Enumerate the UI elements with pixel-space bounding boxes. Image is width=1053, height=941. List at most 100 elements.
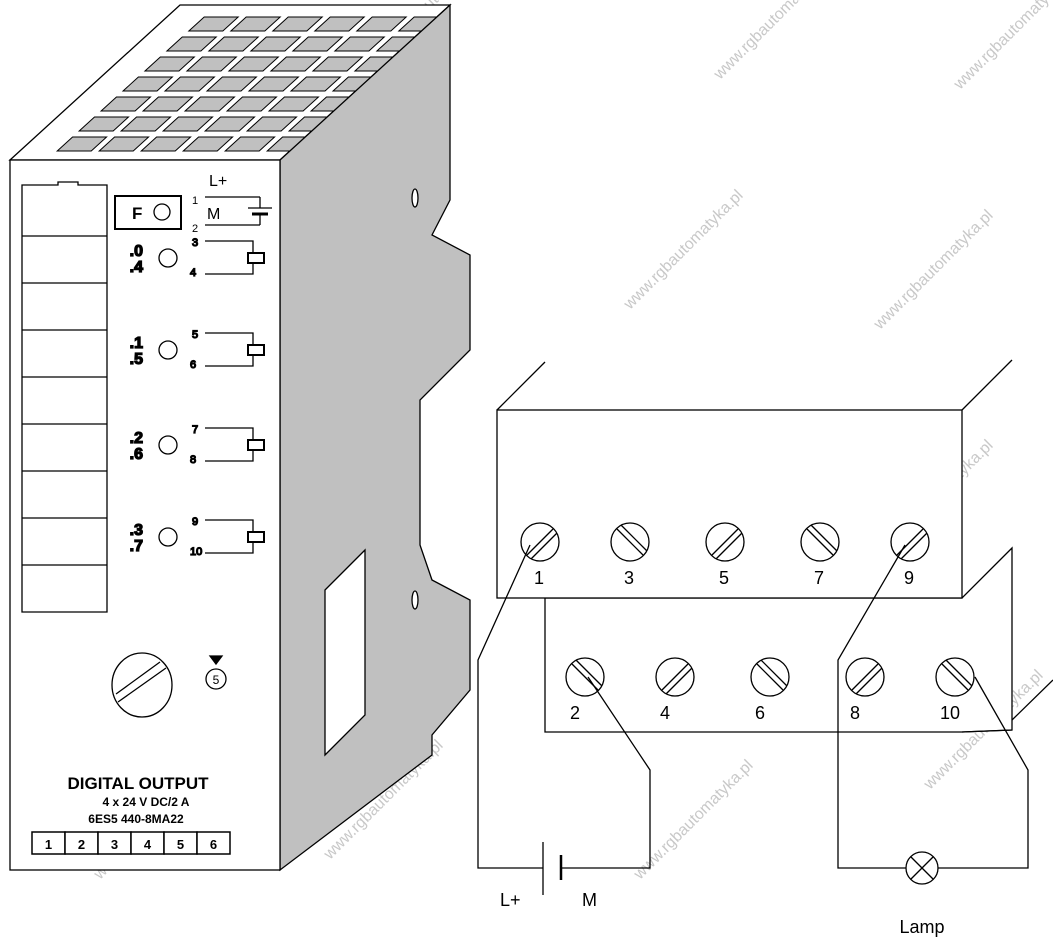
- grille-slot: [99, 96, 152, 112]
- wiring: [477, 544, 1029, 895]
- grille-slot: [121, 76, 174, 92]
- block-edge: [961, 359, 1013, 411]
- grille-slot: [141, 96, 194, 112]
- block-edge: [496, 361, 546, 411]
- grille-slot: [289, 76, 342, 92]
- screw-slot: [855, 667, 883, 695]
- grille-slot: [77, 116, 130, 132]
- wire-m: [561, 676, 651, 869]
- watermark: www.rgbautomatyka.pl: [620, 187, 747, 314]
- screw-slot: [810, 524, 838, 552]
- screw-slot: [665, 667, 693, 695]
- slot-number: 1: [45, 837, 52, 852]
- channel-label-top: .3: [130, 522, 143, 539]
- slot-marker-arrow-icon: [208, 655, 224, 666]
- terminal-number: 10: [940, 703, 960, 723]
- grille-slot: [223, 136, 276, 152]
- grille-slot: [185, 56, 238, 72]
- screw-slot: [760, 659, 788, 687]
- screw-slot: [715, 532, 743, 560]
- output-load-symbol: [247, 531, 265, 543]
- grille-slot: [333, 36, 386, 52]
- grille-slot: [249, 36, 302, 52]
- channel-terminal-number: 4: [190, 267, 196, 279]
- grille-slot: [187, 16, 240, 32]
- channel-terminal-number: 6: [190, 359, 196, 371]
- screw-slot: [526, 528, 554, 556]
- grille-slot: [119, 116, 172, 132]
- grille-slot: [355, 16, 408, 32]
- channel-label-bottom: .4: [130, 259, 143, 276]
- channel-led: [158, 248, 178, 268]
- module-spec: 4 x 24 V DC/2 A: [103, 795, 190, 809]
- grille-slot: [165, 36, 218, 52]
- terminal-number: 9: [904, 568, 914, 588]
- channel-terminal-number: 8: [190, 454, 196, 466]
- module-order-number: 6ES5 440-8MA22: [88, 812, 184, 826]
- fault-led-box: [114, 195, 182, 230]
- screw-slot: [661, 663, 689, 691]
- terminal-number: 6: [755, 703, 765, 723]
- channel-led: [158, 340, 178, 360]
- grille-slot: [163, 76, 216, 92]
- screw-slot: [117, 667, 167, 703]
- watermark: www.rgbautomatyka.pl: [870, 207, 997, 334]
- terminal-number: 2: [570, 703, 580, 723]
- grille-slot: [271, 16, 324, 32]
- slot-number: 4: [144, 837, 152, 852]
- slot-number: 5: [177, 837, 184, 852]
- slot-marker-circle: [205, 668, 227, 690]
- grille-slot: [229, 16, 282, 32]
- slot-number: 2: [78, 837, 85, 852]
- output-load-symbol: [247, 439, 265, 451]
- grille-slot: [225, 96, 278, 112]
- channel-led: [158, 527, 178, 547]
- supply-terminal-number: 2: [192, 223, 198, 235]
- screw-slot: [575, 659, 603, 687]
- channel-terminal-number: 10: [190, 546, 202, 558]
- fault-led: [153, 203, 171, 221]
- channel-label-top: .1: [130, 335, 143, 352]
- channel-terminal-number: 9: [192, 516, 198, 528]
- grille-slot: [97, 136, 150, 152]
- grille-slot: [269, 56, 322, 72]
- mounting-slot: [411, 590, 419, 610]
- grille-slot: [55, 136, 108, 152]
- grille-slot: [291, 36, 344, 52]
- grille-slot: [313, 16, 366, 32]
- terminal-number: 1: [534, 568, 544, 588]
- side-window: [324, 548, 366, 757]
- screw-slot: [530, 532, 558, 560]
- ventilation-grille: [55, 16, 450, 152]
- terminal-number: 3: [624, 568, 634, 588]
- channel-label-bottom: .7: [130, 538, 143, 555]
- channel-terminal-number: 3: [192, 237, 198, 249]
- grille-slot: [245, 116, 298, 132]
- grille-slot: [205, 76, 258, 92]
- grille-slot: [183, 96, 236, 112]
- wire-l-plus: [477, 544, 543, 869]
- watermark: www.rgbautomatyka.pl: [950, 0, 1053, 94]
- grille-slot: [161, 116, 214, 132]
- screw-slot: [900, 532, 928, 560]
- wire-lamp-in: [837, 544, 906, 869]
- screw-slot: [806, 528, 834, 556]
- wiring-supply-minus: M: [582, 890, 597, 910]
- grille-slot: [267, 96, 320, 112]
- lamp-label: Lamp: [899, 917, 944, 937]
- supply-terminal-symbol: [205, 196, 272, 226]
- screw-slot: [851, 663, 879, 691]
- slot-number: 6: [210, 837, 217, 852]
- screw-slot: [941, 663, 969, 691]
- slot-marker-number: 5: [213, 673, 220, 687]
- grille-slot: [139, 136, 192, 152]
- slot-number: 3: [111, 837, 118, 852]
- screw-slot: [945, 659, 973, 687]
- block-upper-part: [496, 409, 963, 599]
- wire-lamp-out: [938, 676, 1029, 869]
- channel-led: [158, 435, 178, 455]
- slot-number-box: [196, 831, 231, 855]
